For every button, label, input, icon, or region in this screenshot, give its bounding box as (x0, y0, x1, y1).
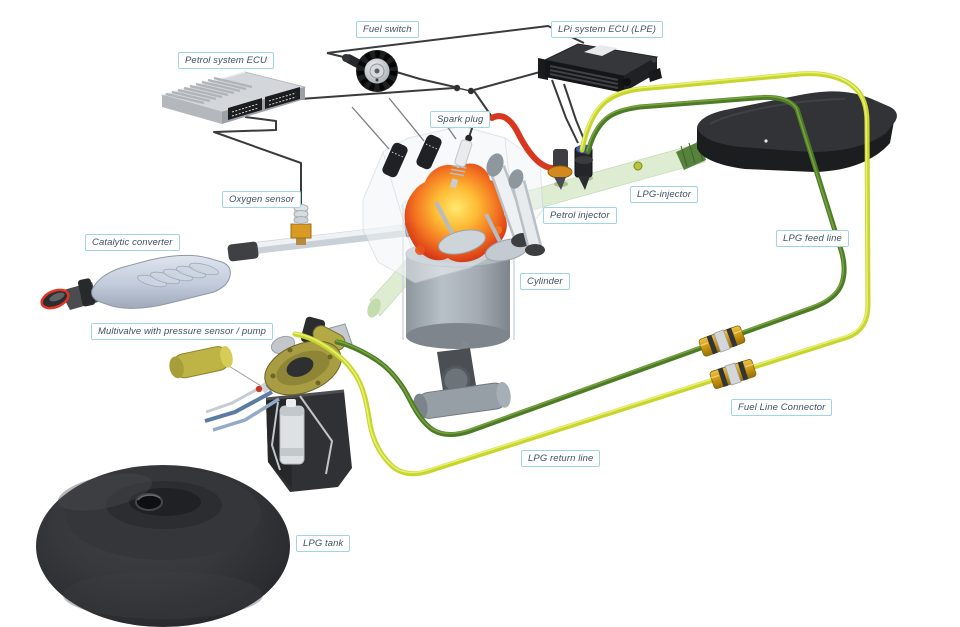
dip-tubes (204, 390, 273, 423)
label-lpg-injector: LPG-injector (630, 186, 698, 203)
fuel-switch (342, 50, 398, 92)
lpi-system-ecu (538, 43, 662, 93)
petrol-system-ecu (160, 71, 307, 124)
spark-cable (489, 113, 560, 171)
air-canister (697, 91, 897, 172)
label-petrol-system-ecu: Petrol system ECU (178, 52, 274, 69)
label-spark-plug: Spark plug (430, 111, 491, 128)
fuel-pump-assembly (265, 389, 352, 492)
rail-fitting (633, 161, 643, 171)
lpg-tank (36, 465, 290, 627)
oxygen-sensor (290, 204, 312, 245)
catalytic-converter (40, 254, 231, 310)
engine (351, 97, 545, 420)
fuel-line-connector-return (709, 359, 757, 389)
lpg-return-line (292, 71, 871, 477)
float-cylinder (169, 345, 233, 379)
spark-plugs (351, 97, 474, 189)
petrol-injector (547, 149, 573, 190)
label-petrol-injector: Petrol injector (543, 207, 617, 224)
wire-junctions (453, 84, 475, 95)
label-lpg-return-line: LPG return line (521, 450, 601, 467)
crankshaft (413, 341, 511, 420)
exhaust-sleeve (227, 241, 259, 262)
lpg-feed-line (334, 94, 847, 438)
label-multivalve: Multivalve with pressure sensor / pump (91, 323, 274, 340)
label-lpg-tank: LPG tank (296, 535, 351, 552)
label-lpi-system-ecu: LPi system ECU (LPE) (551, 21, 664, 38)
label-fuel-switch: Fuel switch (356, 21, 419, 38)
fuel-line-connectors (698, 325, 757, 389)
label-oxygen-sensor: Oxygen sensor (222, 191, 302, 208)
intake-pipes (486, 153, 545, 256)
fuel-line-connector-feed (698, 325, 746, 357)
label-catalytic-converter: Catalytic converter (85, 234, 180, 251)
label-lpg-feed-line: LPG feed line (776, 230, 849, 247)
label-fuel-line-connector: Fuel Line Connector (731, 399, 833, 416)
label-cylinder: Cylinder (520, 273, 570, 290)
